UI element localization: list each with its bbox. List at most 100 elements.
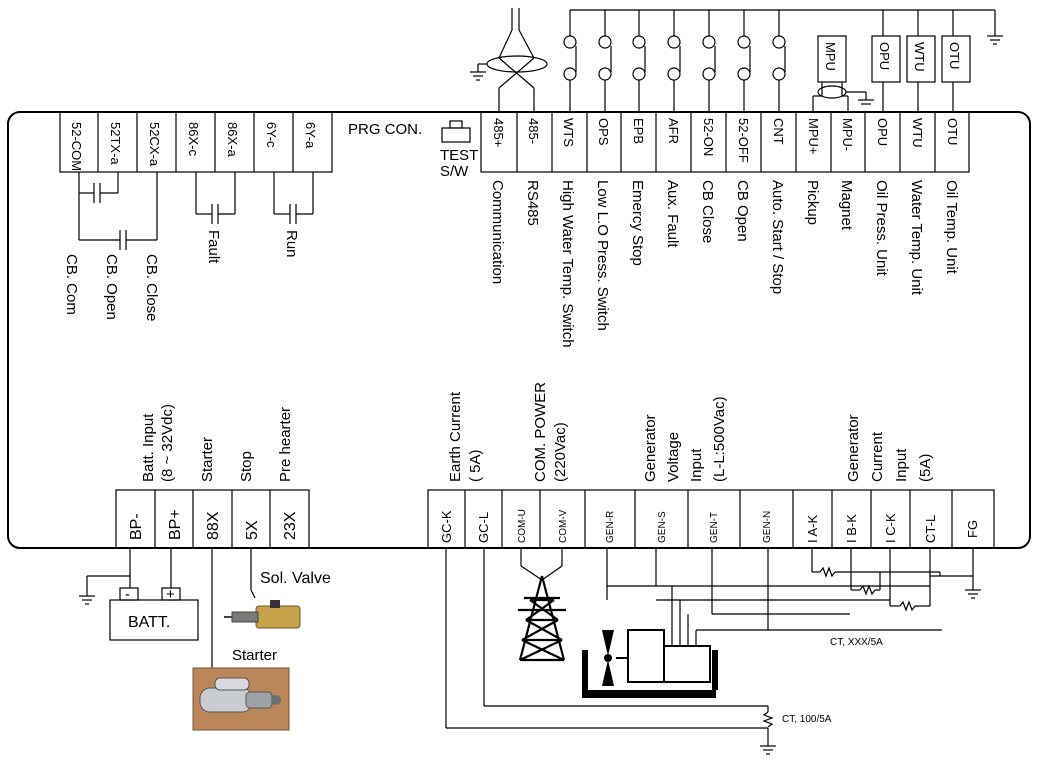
terminal-gen-t: GEN-T xyxy=(709,512,720,543)
label-pre-hearter: Pre hearter xyxy=(277,407,294,482)
terminal-com-u: COM-U xyxy=(517,509,528,543)
terminal-wts: WTS xyxy=(561,118,576,147)
terminal-ia-k: I A-K xyxy=(805,514,820,543)
terminal-bp-plus: BP+ xyxy=(167,509,184,540)
run-contact xyxy=(273,172,314,224)
label-batt-voltage: (8 ~ 32Vdc) xyxy=(159,404,176,482)
rs485-twisted-pair xyxy=(470,8,548,112)
terminal-otu: OTU xyxy=(945,118,960,145)
solenoid-valve: Sol. Valve xyxy=(224,548,331,629)
label-auto-start-stop: Auto. Start / Stop xyxy=(769,180,786,294)
label-fault: Fault xyxy=(205,230,222,264)
otu-box-label: OTU xyxy=(947,42,962,69)
terminal-gen-n: GEN-N xyxy=(762,511,773,543)
generator-voltage-wiring xyxy=(606,548,942,646)
opu-sensor: OPU xyxy=(871,10,901,112)
label-generator-c: Generator xyxy=(845,414,862,482)
terminal-86x-c: 86X-c xyxy=(186,122,201,156)
terminal-gen-s: GEN-S xyxy=(657,511,668,543)
terminal-86x-a: 86X-a xyxy=(225,122,240,157)
label-run: Run xyxy=(283,230,300,258)
terminal-afr: AFR xyxy=(666,118,681,144)
label-cb-open: CB. Open xyxy=(103,254,120,320)
terminal-gc-l: GC-L xyxy=(476,512,491,543)
mpu-sensor: MPU xyxy=(812,35,874,112)
top-left-terminal-block: 52-COM 52TX-a 52CX-a 86X-c 86X-a 6Y-c 6Y… xyxy=(59,111,333,173)
terminal-52-com: 52-COM xyxy=(69,122,84,171)
bottom-left-terminal-block: BP- BP+ 88X 5X 23X xyxy=(115,489,310,549)
label-cb-open-right: CB Open xyxy=(734,180,751,242)
terminal-cnt: CNT xyxy=(771,118,786,145)
ct-xxx-label: CT, XXX/5A xyxy=(830,637,883,648)
wtu-sensor: WTU xyxy=(906,10,936,112)
label-cb-close: CB. Close xyxy=(143,254,160,322)
wtu-box-label: WTU xyxy=(912,42,927,72)
label-high-water-temp-switch: High Water Temp. Switch xyxy=(559,180,576,348)
label-magnet: Magnet xyxy=(838,180,855,231)
fault-contact xyxy=(195,172,236,224)
label-cb-close-right: CB Close xyxy=(699,180,716,243)
input-switches xyxy=(563,10,786,112)
label-input-c: Input xyxy=(893,448,910,482)
terminal-bp-minus: BP- xyxy=(128,513,145,540)
earth-current-wiring: CT, 100/5A xyxy=(445,548,832,755)
terminal-epb: EPB xyxy=(631,118,646,144)
battery-minus: - xyxy=(125,586,130,603)
bottom-right-terminal-block: GC-K GC-L COM-U COM-V GEN-R GEN-S GEN-T … xyxy=(427,489,995,549)
starter-motor: Starter xyxy=(192,548,290,731)
label-water-temp-unit: Water Temp. Unit xyxy=(908,180,925,296)
mpu-box-label: MPU xyxy=(823,42,838,71)
label-com-power: COM. POWER xyxy=(532,382,549,482)
label-cb-com: CB. Com xyxy=(63,254,80,315)
terminal-52tx-a: 52TX-a xyxy=(108,122,123,165)
label-generator-v: Generator xyxy=(642,414,659,482)
ct-current-wiring: CT, XXX/5A xyxy=(811,548,981,648)
test-switch-icon xyxy=(441,120,471,143)
terminal-opu: OPU xyxy=(875,118,890,146)
label-aux-fault: Aux. Fault xyxy=(664,180,681,248)
terminal-23x: 23X xyxy=(282,511,299,540)
battery-plus: + xyxy=(166,586,175,603)
terminal-wtu: WTU xyxy=(910,118,925,148)
cb-contacts xyxy=(78,172,158,250)
terminal-com-v: COM-V xyxy=(558,509,569,543)
top-right-terminal-block: 485+ 485- WTS OPS EPB AFR 52-ON 52-OFF C… xyxy=(480,111,970,173)
battery: - + BATT. xyxy=(79,548,199,641)
ct-100-label: CT, 100/5A xyxy=(782,714,832,725)
terminal-fg: FG xyxy=(965,520,980,538)
terminal-52-off: 52-OFF xyxy=(736,118,751,163)
label-current: Current xyxy=(869,431,886,482)
terminal-gc-k: GC-K xyxy=(439,510,454,543)
terminal-ops: OPS xyxy=(596,118,611,146)
label-starter-term: Starter xyxy=(199,437,216,482)
battery-label: BATT. xyxy=(128,614,170,631)
label-communication: Communication xyxy=(489,180,506,284)
terminal-mpu-minus: MPU- xyxy=(840,118,855,151)
terminal-88x: 88X xyxy=(205,511,222,540)
generator-icon xyxy=(582,629,718,698)
label-ll-500: (L-L:500Vac) xyxy=(711,396,728,482)
label-oil-temp-unit: Oil Temp. Unit xyxy=(943,180,960,275)
terminal-gen-r: GEN-R xyxy=(605,511,616,543)
label-voltage: Voltage xyxy=(665,432,682,482)
terminal-52-on: 52-ON xyxy=(701,118,716,156)
label-stop-term: Stop xyxy=(238,451,255,482)
terminal-6y-c: 6Y-c xyxy=(264,122,279,148)
label-input-v: Input xyxy=(688,448,705,482)
label-earth-current: Earth Current xyxy=(447,391,464,482)
terminal-ib-k: I B-K xyxy=(844,514,859,543)
terminal-52cx-a: 52CX-a xyxy=(147,122,162,167)
transmission-tower-icon xyxy=(518,548,566,662)
starter-label: Starter xyxy=(232,647,277,664)
switch-common-bus xyxy=(570,9,1003,45)
label-low-lo-press-switch: Low L.O Press. Switch xyxy=(594,180,611,331)
prg-con-label: PRG CON. xyxy=(348,121,422,138)
sol-valve-label: Sol. Valve xyxy=(260,570,331,587)
terminal-485-minus: 485- xyxy=(526,118,541,144)
label-com-power-220: (220Vac) xyxy=(552,422,569,482)
label-oil-press-unit: Oil Press. Unit xyxy=(873,180,890,277)
label-emercy-stop: Emercy Stop xyxy=(629,180,646,266)
label-5a: (5A) xyxy=(917,454,934,482)
terminal-ct-l: CT-L xyxy=(923,515,938,543)
